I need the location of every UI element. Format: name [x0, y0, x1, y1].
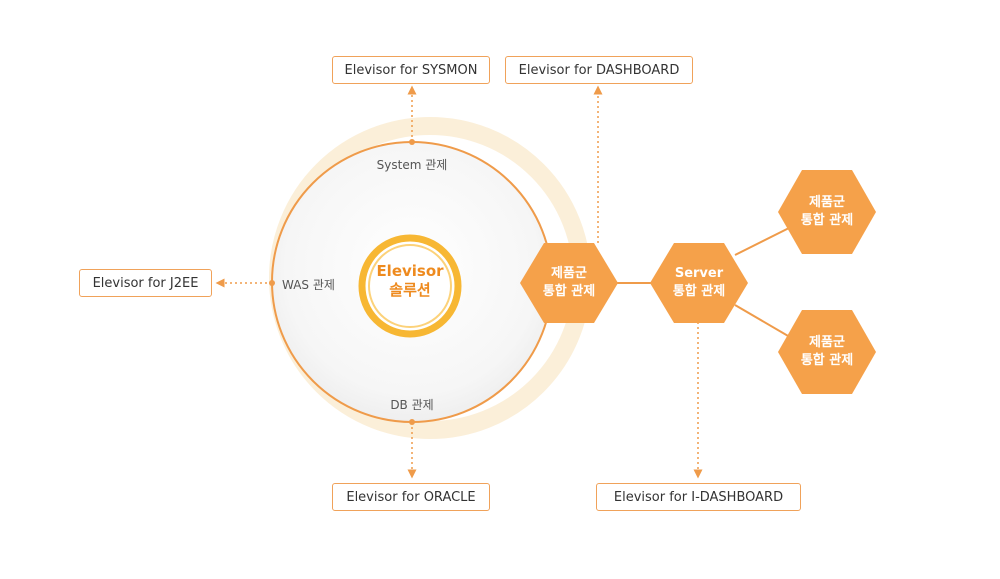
dot-was — [269, 280, 275, 286]
hexagon-server-label: Server 통합 관제 — [650, 265, 748, 301]
hexagon-top-line1: 제품군 — [809, 195, 845, 210]
hexagon-server-line2: 통합 관제 — [672, 284, 726, 299]
center-title: Elevisor 솔루션 — [355, 262, 465, 300]
box-oracle: Elevisor for ORACLE — [332, 483, 490, 511]
dot-system — [409, 139, 415, 145]
hexagon-bottom — [778, 310, 876, 394]
connector-server-top — [734, 224, 796, 256]
box-dashboard: Elevisor for DASHBOARD — [505, 56, 693, 84]
hexagon-main — [520, 243, 618, 323]
center-title-line2: 솔루션 — [389, 281, 431, 299]
connector-server-bottom — [734, 304, 796, 341]
hexagon-top-label: 제품군 통합 관제 — [778, 194, 876, 230]
center-ring-inner — [368, 244, 452, 328]
center-title-line1: Elevisor — [376, 262, 444, 280]
box-j2ee: Elevisor for J2EE — [79, 269, 212, 297]
hexagon-top — [778, 170, 876, 254]
label-system: System 관제 — [376, 158, 448, 172]
box-sysmon: Elevisor for SYSMON — [332, 56, 490, 84]
hexagon-main-label: 제품군 통합 관제 — [520, 265, 618, 301]
hexagon-bottom-line1: 제품군 — [809, 335, 845, 350]
hexagon-main-line1: 제품군 — [551, 266, 587, 281]
box-idashboard: Elevisor for I-DASHBOARD — [596, 483, 801, 511]
hexagon-server-line1: Server — [674, 266, 724, 281]
hexagon-top-line2: 통합 관제 — [800, 213, 854, 228]
label-db: DB 관제 — [390, 398, 434, 412]
dot-db — [409, 419, 415, 425]
hexagon-bottom-label: 제품군 통합 관제 — [778, 334, 876, 370]
label-was: WAS 관제 — [282, 278, 335, 292]
hexagon-main-line2: 통합 관제 — [542, 284, 596, 299]
hexagon-server — [650, 243, 748, 323]
hexagon-bottom-line2: 통합 관제 — [800, 353, 854, 368]
